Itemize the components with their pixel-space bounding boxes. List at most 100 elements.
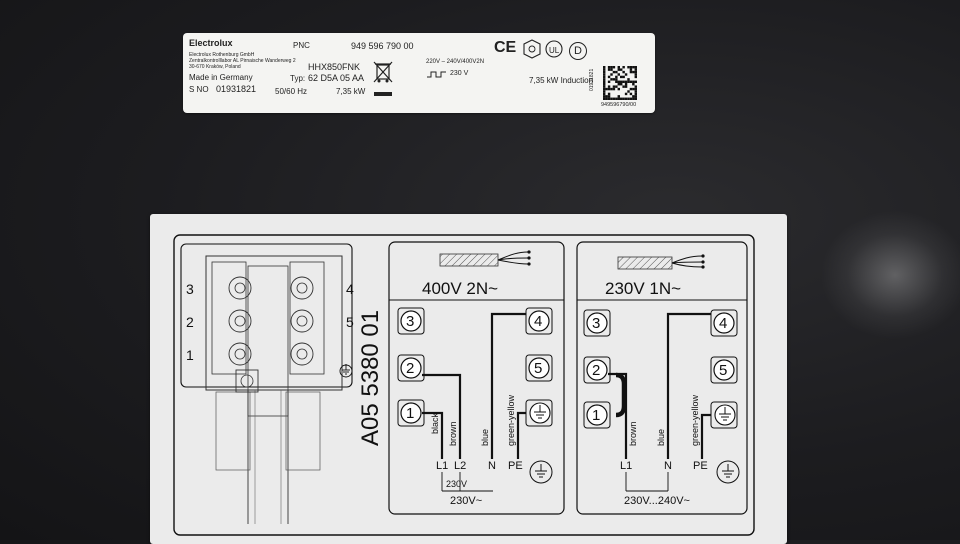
barcode-module (624, 92, 628, 96)
datamatrix-barcode (603, 66, 637, 100)
side-terminal-3: 3 (186, 281, 194, 297)
barcode-module (610, 87, 613, 91)
barcode-module (615, 75, 618, 79)
barcode-module (632, 83, 635, 86)
barcode-module (617, 73, 620, 76)
barcode-module (634, 66, 637, 69)
light-glare (820, 210, 960, 340)
barcode-module (603, 90, 606, 93)
wire-color-blue: blue (480, 429, 490, 446)
wire-color-green-yellow-230v: green-yellow (690, 394, 700, 446)
barcode-module (627, 90, 630, 93)
barcode-module (629, 66, 633, 69)
barcode-module (632, 66, 635, 69)
terminal-2-230v: 2 (592, 362, 600, 379)
barcode-module (607, 75, 611, 79)
barcode-module (617, 95, 620, 98)
barcode-module (607, 95, 611, 98)
terminal-screw (290, 309, 314, 333)
barcode-module (629, 87, 633, 91)
barcode-module (620, 75, 623, 79)
barcode-module (620, 68, 623, 71)
barcode-module (617, 80, 620, 83)
barcode-module (624, 73, 628, 76)
barcode-module (615, 80, 618, 83)
barcode-module (607, 68, 611, 71)
terminal-3-230v: 3 (592, 315, 600, 332)
barcode-module (607, 97, 611, 100)
barcode-module (629, 70, 633, 74)
barcode-module (603, 73, 606, 76)
ce-mark: CE (494, 39, 517, 56)
induction-rating: 7,35 kW Induction (529, 76, 594, 85)
terminal-screw-head (234, 282, 246, 294)
barcode-module (629, 97, 633, 100)
barcode-module (620, 80, 623, 83)
terminal-block-drawing (180, 243, 353, 524)
weee-bin-icon (373, 61, 393, 96)
panel-400v (388, 241, 565, 515)
wire-color-brown: brown (448, 421, 458, 446)
barcode-module (605, 97, 608, 100)
barcode-module (603, 87, 606, 91)
barcode-module (603, 75, 606, 79)
terminal-4: 4 (534, 313, 542, 330)
barcode-module (627, 78, 630, 81)
typ-value: 62 D5A 05 AA (308, 73, 365, 83)
side-terminal-5: 5 (346, 314, 354, 330)
barcode-module (607, 87, 611, 91)
barcode-module (617, 68, 620, 71)
model-number: HHX850FNK (308, 62, 361, 72)
barcode-module (617, 66, 620, 69)
made-in: Made in Germany (189, 73, 253, 82)
barcode-module (603, 68, 606, 71)
bottom-voltage-230v: 230V...240V~ (624, 495, 690, 507)
side-terminal-2: 2 (186, 314, 194, 330)
barcode-module (622, 66, 625, 69)
terminal-screw (290, 276, 314, 300)
barcode-module (605, 87, 608, 91)
terminal-screw (228, 276, 252, 300)
barcode-module (607, 66, 611, 69)
terminal-screw (228, 342, 252, 366)
barcode-module (622, 97, 625, 100)
brand-name: Electrolux (189, 38, 233, 48)
barcode-number: 949596790/00 (601, 102, 637, 108)
wiring-diagram-label: 3 2 1 4 5 A05 5380 01 400V 2N~ 3 4 2 5 (150, 214, 787, 544)
terminal-screw-head (234, 315, 246, 327)
barcode-module (634, 75, 637, 79)
wire-color-brown-230v: brown (628, 421, 638, 446)
barcode-module (632, 87, 635, 91)
terminal-screw-head (296, 348, 308, 360)
barcode-module (610, 68, 613, 71)
conductor-pe: PE (508, 460, 523, 472)
barcode-module (603, 70, 606, 74)
barcode-module (615, 85, 618, 88)
terminal-5: 5 (534, 360, 542, 377)
terminal-screw (228, 309, 252, 333)
barcode-module (627, 80, 630, 83)
barcode-module (632, 70, 635, 74)
conductor-l1: L1 (436, 460, 448, 472)
terminal-screw (290, 342, 314, 366)
ac-wave-icon (427, 71, 446, 78)
barcode-module (603, 92, 606, 96)
single-voltage: 230 V (450, 70, 469, 77)
cert-hexagon-icon (523, 39, 541, 59)
conductor-l2: L2 (454, 460, 466, 472)
rating-plate: Electrolux Electrolux Rothenburg GmbH Ze… (183, 33, 655, 113)
sno-value: 01931821 (216, 84, 257, 94)
ul-mark-icon: UL (545, 40, 563, 58)
bottom-voltage-400v: 230V~ (450, 495, 482, 507)
barcode-module (607, 92, 611, 96)
barcode-module (627, 97, 630, 100)
barcode-module (612, 87, 616, 91)
barcode-module (603, 78, 606, 81)
address-line: Zentralkontrolllabor AL Pirnaische Wande… (189, 58, 296, 64)
wire-color-green-yellow: green-yellow (506, 394, 516, 446)
side-terminal-1: 1 (186, 347, 194, 363)
wire-color-black: black (430, 412, 440, 434)
barcode-module (603, 66, 606, 69)
terminal-2: 2 (406, 360, 414, 377)
barcode-module (610, 78, 613, 81)
